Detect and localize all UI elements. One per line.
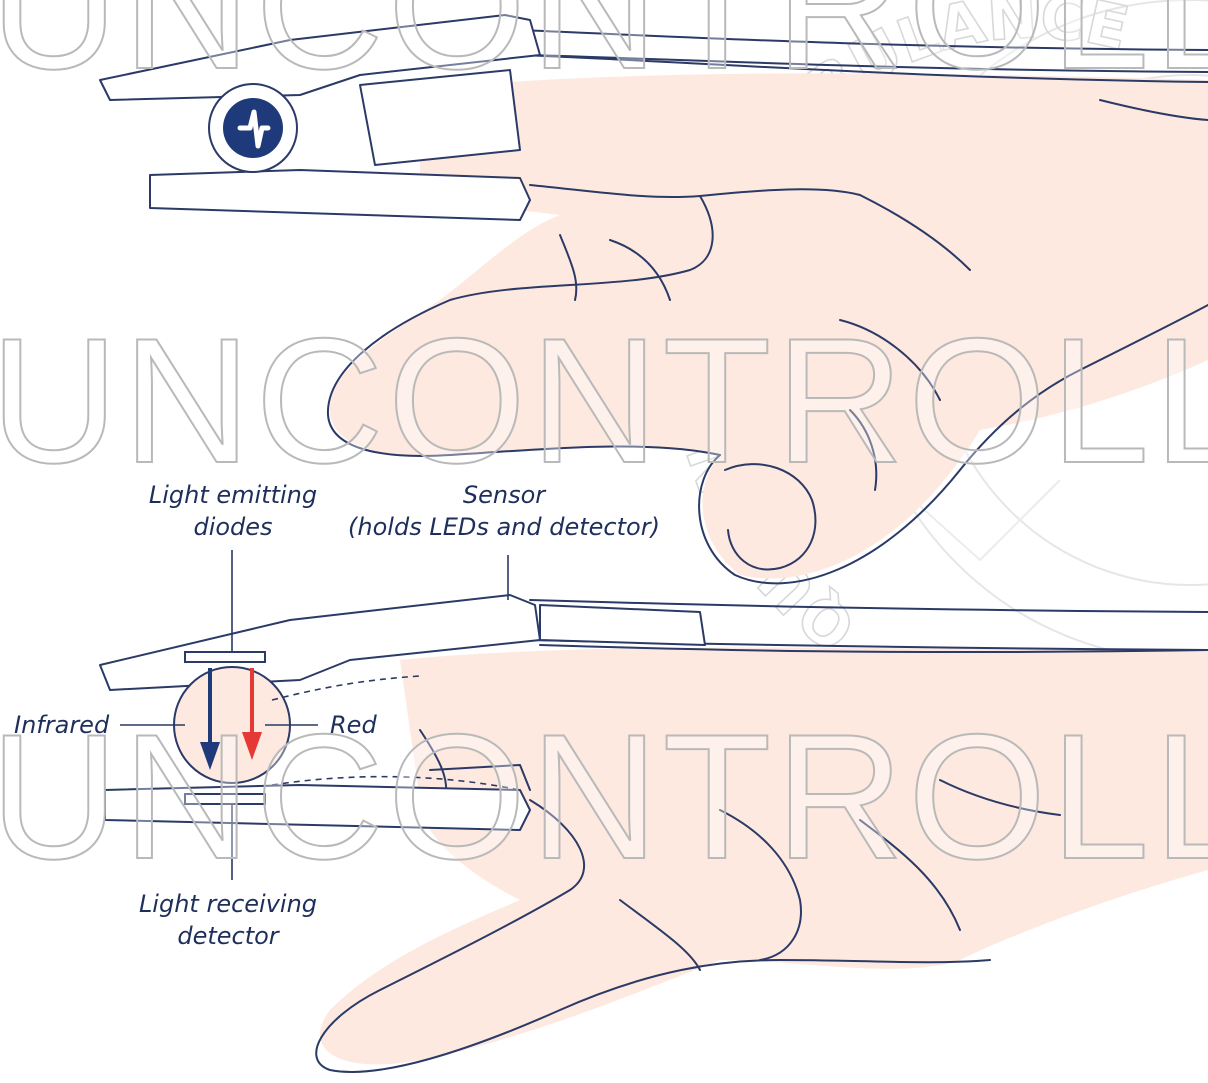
watermark-text-top: UNCONTROLLED: [0, 0, 1208, 106]
pulse-logo-icon: [223, 98, 283, 158]
label-sensor-line2: (holds LEDs and detector): [348, 513, 660, 541]
label-led-line2: diodes: [193, 513, 272, 541]
label-detector-line2: detector: [177, 922, 280, 950]
label-light-receiving-detector: Light receiving detector: [139, 890, 317, 950]
watermark-text-middle: UNCONTROLLED: [0, 301, 1208, 500]
watermark-text-bottom: UNCONTROLLED: [0, 697, 1208, 896]
